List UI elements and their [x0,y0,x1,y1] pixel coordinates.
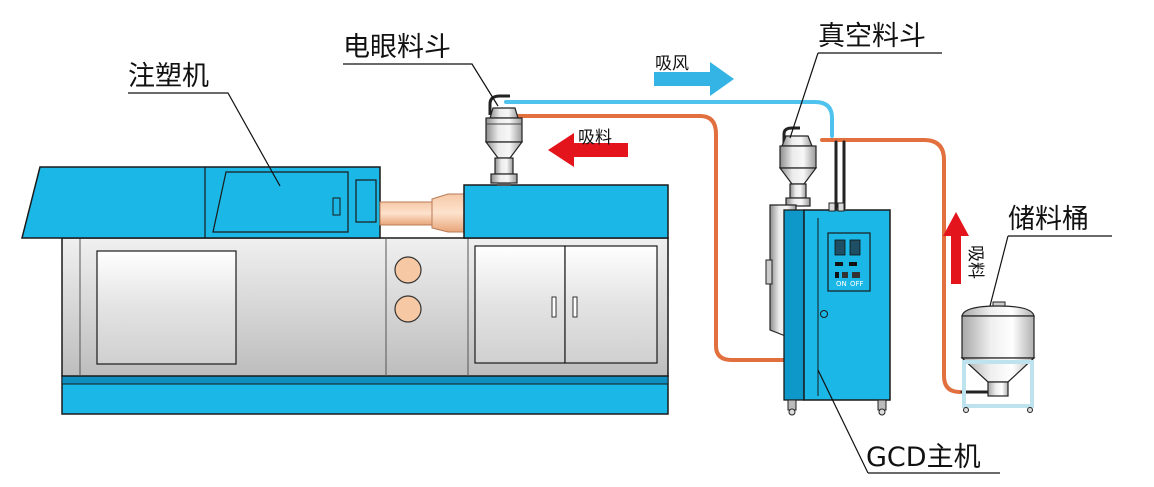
gauge-bottom [394,295,422,323]
material-arrow-up-icon [943,212,969,284]
clamp-window [212,171,349,233]
injection-molding-machine [21,166,669,415]
leader-lines [128,52,1112,474]
electric-eye-hopper [484,94,524,186]
display-2 [849,239,861,256]
wheel-right [878,408,886,416]
panel-label-on: ON [836,280,847,288]
panel-label-off: OFF [850,280,864,288]
display-1 [834,239,846,256]
air-arrow-label: 吸风 [655,54,689,74]
air-arrow-icon [654,62,734,96]
gcd-main-unit: ON OFF [765,126,891,416]
wheel-left [788,408,796,416]
flow-arrow-material-left: 吸料 [548,128,628,167]
barrel-nozzle [379,201,433,226]
material-line-supply [820,138,962,394]
machine-door-left [474,245,566,364]
material-arrow-left-icon [548,133,628,167]
label-vacuum-hopper: 真空料斗 [818,21,926,52]
injection-unit [463,184,669,239]
label-gcd-main-unit: GCD主机 [866,442,981,473]
label-electric-eye-hopper: 电眼料斗 [343,32,451,63]
vacuum-hopper [778,126,818,207]
flow-arrow-material-right: 吸料 [943,212,985,284]
gcd-cabinet-back [783,209,805,401]
label-injection-machine: 注塑机 [128,61,209,92]
material-line-feed [510,114,788,362]
gauge-top [394,256,422,284]
material-arrow-up-label: 吸料 [965,245,985,279]
pipelines [504,100,994,394]
air-line [504,100,834,138]
flow-arrow-air: 吸风 [654,54,734,96]
material-arrow-left-label: 吸料 [578,128,612,148]
machine-panel-left [96,250,237,365]
storage-bin [960,301,1036,413]
bin-frame [962,360,1034,408]
machine-door-right [564,245,658,364]
label-storage-bin: 储料桶 [1008,204,1089,235]
cabinet-lock [820,310,828,318]
